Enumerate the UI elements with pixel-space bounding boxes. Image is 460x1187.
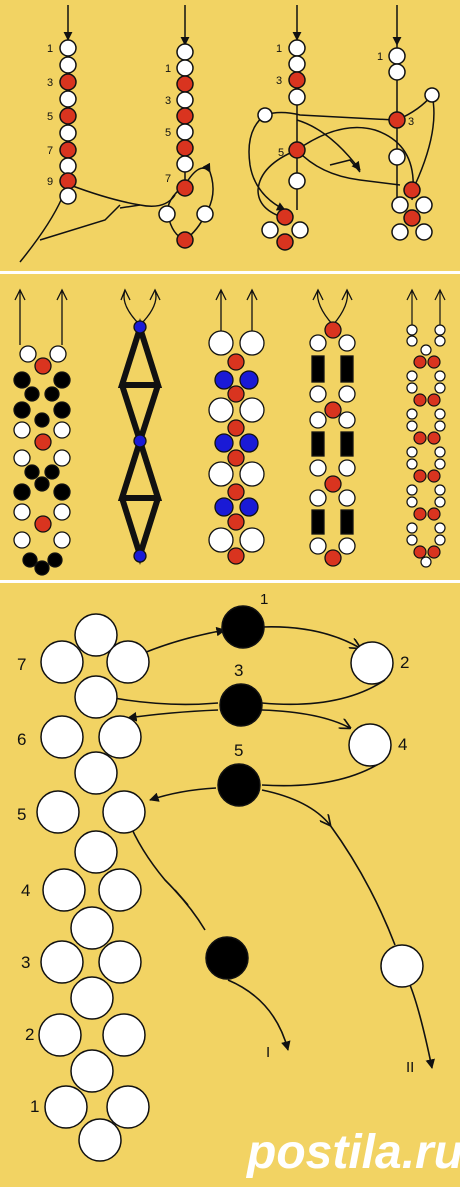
bead-number: 3 <box>165 95 171 107</box>
row-number: 6 <box>17 730 26 749</box>
row-number: 7 <box>17 655 26 674</box>
pattern-blue-diamonds <box>117 288 163 565</box>
pattern-small-red-white <box>406 288 446 568</box>
row-number: 4 <box>21 881 30 900</box>
row-number: 5 <box>17 805 26 824</box>
step-number: 4 <box>398 735 407 754</box>
bead-step-numbers: 1 3 5 2 4 <box>234 591 409 760</box>
pattern-black-bars <box>309 288 356 567</box>
bead-number: 1 <box>276 43 282 55</box>
panel-middle-patterns <box>13 288 446 576</box>
pattern-black-x <box>13 288 71 576</box>
bead-column-left <box>59 39 77 205</box>
row-number: 3 <box>21 953 30 972</box>
bead-number: 5 <box>47 111 53 123</box>
bead-number: 1 <box>165 63 171 75</box>
bead-number: 1 <box>47 43 53 55</box>
step-number: 3 <box>234 661 243 680</box>
bead-chain-left <box>36 613 150 1162</box>
bead-number: 9 <box>47 176 53 188</box>
bead-number: 5 <box>165 127 171 139</box>
thread-label-ii: II <box>406 1059 414 1076</box>
bead-numbers-right-left: 1 3 5 <box>276 43 284 159</box>
bead-numbers-middle: 1 3 5 7 <box>165 63 171 185</box>
bead-column-right-left <box>257 39 309 251</box>
bead-number: 7 <box>165 173 171 185</box>
row-numbers: 7 6 5 4 3 2 1 <box>17 655 39 1116</box>
side-white-beads <box>348 641 424 988</box>
bead-number: 3 <box>408 116 414 128</box>
bead-number: 3 <box>276 75 282 87</box>
bead-column-middle <box>158 43 214 249</box>
row-number: 1 <box>30 1097 39 1116</box>
panel-bottom-diagram: 7 6 5 4 3 2 1 1 3 5 2 4 I II <box>17 591 435 1162</box>
panel-top-diagram <box>19 5 435 263</box>
step-number: 5 <box>234 741 243 760</box>
row-number: 2 <box>25 1025 34 1044</box>
watermark-text: postila.ru <box>245 1126 460 1179</box>
thread-paths <box>97 626 435 1069</box>
bead-numbers-right-right: 1 3 <box>377 51 414 128</box>
panel-divider <box>0 580 460 583</box>
panel-divider <box>0 271 460 274</box>
watermark: postila.ru <box>245 1126 460 1179</box>
pattern-blue-red-white <box>208 288 265 565</box>
bead-column-right-right <box>388 47 440 241</box>
step-number: 1 <box>260 591 268 608</box>
bead-number: 1 <box>377 51 383 63</box>
thread-label-i: I <box>266 1044 270 1061</box>
bead-numbers-left: 1 3 5 7 9 <box>47 43 53 188</box>
step-number: 2 <box>400 653 409 672</box>
black-beads <box>205 605 265 980</box>
bead-number: 5 <box>278 147 284 159</box>
bead-number: 7 <box>47 145 53 157</box>
bead-number: 3 <box>47 77 53 89</box>
